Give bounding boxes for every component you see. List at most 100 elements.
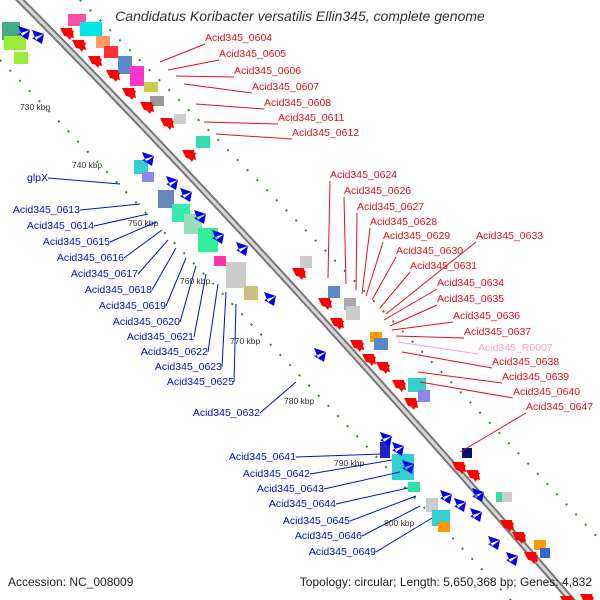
gene-label-reverse-leader <box>259 381 297 414</box>
gene-label-reverse: Acid345_0643 <box>257 483 324 495</box>
gene-block <box>144 82 158 92</box>
gene-label-forward-leader <box>459 412 527 453</box>
reverse-gene-arrow <box>236 242 248 256</box>
gene-label-forward-leader <box>395 335 465 339</box>
gene-block <box>96 36 110 48</box>
forward-gene-arrow <box>362 354 376 366</box>
accession-text: Accession: NC_008009 <box>8 575 134 589</box>
gene-label-forward: Acid345_0639 <box>502 371 569 383</box>
reverse-gene-arrow <box>470 508 482 522</box>
gene-label-reverse: Acid345_0625 <box>167 376 234 388</box>
gene-label-reverse-leader <box>361 505 421 537</box>
gene-label-forward: Acid345_0626 <box>344 185 411 197</box>
gene-label-forward-leader <box>355 212 358 291</box>
gene-label-reverse-leader <box>349 495 417 522</box>
gene-label-forward-leader <box>385 241 477 315</box>
gene-label-forward-leader <box>175 75 235 78</box>
gene-block <box>328 286 340 298</box>
gene-block <box>142 172 154 182</box>
gene-label-reverse-leader <box>137 239 169 275</box>
gene-label-forward-leader <box>365 241 384 297</box>
reverse-gene-arrow <box>506 552 518 566</box>
map-title: Candidatus Koribacter versatilis Ellin34… <box>115 8 485 24</box>
scale-tick-label: 760 kbp <box>180 276 211 286</box>
gene-label-forward-leader <box>215 133 293 140</box>
gene-label-forward: Acid345_0605 <box>219 48 286 60</box>
reverse-gene-arrow <box>454 498 466 512</box>
gene-label-reverse: Acid345_0616 <box>57 252 124 264</box>
gene-label-forward: Acid345_0611 <box>278 112 345 124</box>
gene-block <box>244 286 258 300</box>
gene-label-reverse-leader <box>233 303 237 383</box>
gene-block <box>150 96 164 106</box>
forward-gene-arrow <box>106 70 120 82</box>
forward-gene-arrow <box>330 318 344 330</box>
backbone-inner <box>17 0 574 600</box>
forward-gene-arrow <box>72 40 86 52</box>
gene-label-reverse-leader <box>179 265 197 323</box>
topology-text: Topology: circular; Length: 5,650,368 bp… <box>299 575 592 589</box>
gene-label-forward: Acid345_0628 <box>370 216 437 228</box>
gene-label-reverse-leader <box>193 273 207 338</box>
gene-label-reverse: Acid345_0642 <box>243 468 310 480</box>
gene-block <box>408 482 420 492</box>
gene-label-forward-leader <box>167 59 220 71</box>
gene-label-reverse: Acid345_0617 <box>71 268 138 280</box>
gene-label-forward: Acid345_0636 <box>453 310 520 322</box>
scale-tick-label: 790 kbp <box>334 458 365 468</box>
gene-block <box>380 442 390 458</box>
gene-label-reverse: Acid345_0623 <box>155 361 222 373</box>
gene-block <box>214 256 226 266</box>
reverse-gene-arrow <box>194 210 206 224</box>
gene-label-reverse: Acid345_0645 <box>283 515 350 527</box>
reverse-gene-arrow <box>212 230 224 244</box>
gene-block <box>496 492 506 502</box>
forward-gene-arrow <box>500 520 514 532</box>
gene-label-reverse: Acid345_0618 <box>85 284 152 296</box>
gene-block <box>462 448 472 458</box>
reverse-gene-arrow <box>488 536 500 550</box>
forward-gene-arrow <box>350 340 364 352</box>
scale-tick-label: 770 kbp <box>230 336 261 346</box>
gene-label-forward-leader <box>383 288 438 321</box>
reverse-gene-arrow <box>380 432 392 446</box>
gene-label-forward-leader <box>159 43 206 63</box>
gene-label-forward: Acid345_0606 <box>234 65 301 77</box>
gene-label-forward: Acid345_0630 <box>396 245 463 257</box>
gene-label-forward: Acid345_0647 <box>526 401 593 413</box>
reverse-gene-arrow <box>264 292 276 306</box>
gene-labels: Acid345_0604Acid345_0605Acid345_0606Acid… <box>13 32 593 558</box>
gene-block <box>374 338 388 350</box>
gene-block <box>426 498 438 512</box>
scale-tick-label: 800 kbp <box>384 518 415 528</box>
gene-label-forward-leader <box>327 180 331 279</box>
gene-label-forward-leader <box>343 196 347 285</box>
forward-gene-arrow <box>88 56 102 68</box>
gene-label-forward: Acid345_0612 <box>292 127 359 139</box>
forward-gene-arrow <box>376 362 390 374</box>
gene-label-forward: Acid345_0640 <box>513 386 580 398</box>
gene-label-reverse: Acid345_0622 <box>141 346 208 358</box>
gene-block <box>300 256 312 268</box>
gene-label-reverse-leader <box>79 203 141 211</box>
gene-label-reverse-leader <box>323 471 401 490</box>
gene-label-reverse-leader <box>151 247 177 291</box>
gene-label-reverse: Acid345_0620 <box>113 316 180 328</box>
gene-label-reverse-leader <box>109 221 157 243</box>
gene-block <box>130 66 144 86</box>
gene-label-forward: Acid345_0607 <box>252 81 319 93</box>
gene-label-forward-leader <box>397 341 479 355</box>
gene-label-reverse-leader <box>221 291 227 368</box>
gene-block <box>540 548 550 558</box>
forward-gene-arrow <box>122 88 136 100</box>
gene-label-forward-leader <box>203 121 279 125</box>
gene-label-forward: Acid345_0624 <box>330 169 397 181</box>
gene-block <box>196 136 210 148</box>
gene-label-reverse-leader <box>47 177 121 185</box>
gene-label-forward-leader <box>391 321 454 331</box>
genome-backbone <box>15 0 576 600</box>
reverse-gene-arrow <box>472 488 484 502</box>
forward-gene-arrow <box>512 532 526 544</box>
reverse-gene-arrow <box>440 490 452 504</box>
scale-tick-label: 780 kbp <box>284 396 315 406</box>
